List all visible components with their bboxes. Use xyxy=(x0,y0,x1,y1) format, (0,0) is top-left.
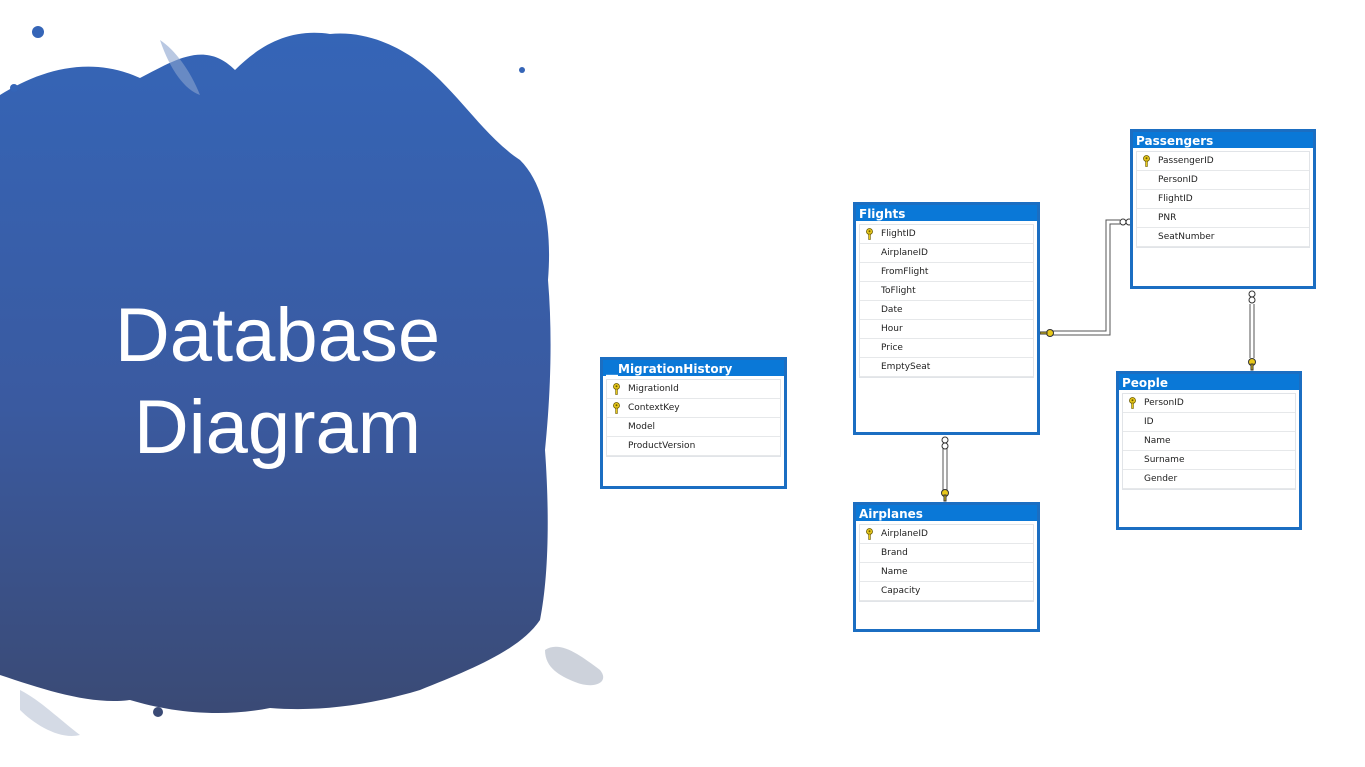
table-title: Airplanes xyxy=(856,505,1037,521)
table-title: Passengers xyxy=(1133,132,1313,148)
column-row[interactable]: Surname xyxy=(1123,451,1295,470)
column-row[interactable]: FromFlight xyxy=(860,263,1033,282)
column-name: PNR xyxy=(1158,213,1177,223)
column-name: ID xyxy=(1144,417,1154,427)
column-row[interactable]: Brand xyxy=(860,544,1033,563)
column-name: Date xyxy=(881,305,903,315)
column-name: FlightID xyxy=(881,229,916,239)
column-name: EmptySeat xyxy=(881,362,931,372)
column-name: SeatNumber xyxy=(1158,232,1215,242)
column-row[interactable]: ToFlight xyxy=(860,282,1033,301)
column-row[interactable]: Hour xyxy=(860,320,1033,339)
column-name: Price xyxy=(881,343,903,353)
column-row[interactable]: Name xyxy=(1123,432,1295,451)
column-name: MigrationId xyxy=(628,384,679,394)
column-name: Gender xyxy=(1144,474,1178,484)
column-row[interactable]: ID xyxy=(1123,413,1295,432)
column-name: ProductVersion xyxy=(628,441,696,451)
column-name: FromFlight xyxy=(881,267,929,277)
column-name: Hour xyxy=(881,324,903,334)
column-row[interactable]: PersonID xyxy=(1123,394,1295,413)
key-icon xyxy=(1142,155,1151,167)
column-name: PassengerID xyxy=(1158,156,1214,166)
column-row[interactable]: Price xyxy=(860,339,1033,358)
column-name: PersonID xyxy=(1144,398,1184,408)
column-name: Name xyxy=(881,567,908,577)
column-name: Capacity xyxy=(881,586,921,596)
column-row[interactable]: ProductVersion xyxy=(607,437,780,456)
column-row[interactable]: ContextKey xyxy=(607,399,780,418)
paint-splash-background xyxy=(0,26,604,736)
key-icon xyxy=(1128,397,1137,409)
column-row[interactable]: MigrationId xyxy=(607,380,780,399)
column-name: ContextKey xyxy=(628,403,680,413)
column-row[interactable]: PersonID xyxy=(1137,171,1309,190)
column-row[interactable]: Gender xyxy=(1123,470,1295,489)
column-name: Name xyxy=(1144,436,1171,446)
table-passengers[interactable]: Passengers PassengerID PersonID FlightID PN… xyxy=(1130,129,1316,289)
column-name: AirplaneID xyxy=(881,529,928,539)
table-title: __MigrationHistory xyxy=(603,360,784,376)
key-icon xyxy=(612,402,621,414)
column-row[interactable]: AirplaneID xyxy=(860,244,1033,263)
column-row[interactable]: AirplaneID xyxy=(860,525,1033,544)
column-row[interactable]: Name xyxy=(860,563,1033,582)
key-icon xyxy=(865,228,874,240)
column-name: FlightID xyxy=(1158,194,1193,204)
column-row[interactable]: EmptySeat xyxy=(860,358,1033,377)
table-title: Flights xyxy=(856,205,1037,221)
column-row[interactable]: FlightID xyxy=(860,225,1033,244)
column-name: AirplaneID xyxy=(881,248,928,258)
key-icon xyxy=(865,528,874,540)
column-name: ToFlight xyxy=(881,286,916,296)
table-title: People xyxy=(1119,374,1299,390)
column-name: Model xyxy=(628,422,656,432)
column-name: Brand xyxy=(881,548,908,558)
connector-flights-passengers xyxy=(1048,219,1120,332)
column-name: PersonID xyxy=(1158,175,1198,185)
column-row[interactable]: Capacity xyxy=(860,582,1033,601)
column-row[interactable]: FlightID xyxy=(1137,190,1309,209)
column-row[interactable]: Model xyxy=(607,418,780,437)
column-row[interactable]: PNR xyxy=(1137,209,1309,228)
key-icon xyxy=(612,383,621,395)
column-row[interactable]: SeatNumber xyxy=(1137,228,1309,247)
title-line-2: Diagram xyxy=(133,385,422,470)
column-list: PassengerID PersonID FlightID PNR SeatNumber xyxy=(1136,151,1310,248)
column-row[interactable]: Date xyxy=(860,301,1033,320)
title-line-1: Database xyxy=(114,293,441,378)
column-row[interactable]: PassengerID xyxy=(1137,152,1309,171)
slide-title: Database Diagram xyxy=(40,290,515,474)
column-name: Surname xyxy=(1144,455,1185,465)
